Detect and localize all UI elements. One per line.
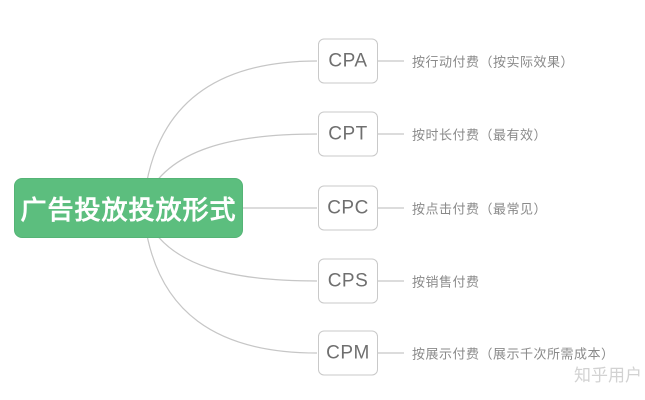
branch-desc-cpt: 按时长付费（最有效）	[412, 127, 548, 143]
branch-node-cps: CPS	[318, 258, 378, 304]
root-node-label: 广告投放投放形式	[20, 194, 237, 225]
branch-desc-cpm: 按展示付费（展示千次所需成本）	[412, 346, 615, 362]
watermark: 知乎用户	[574, 366, 642, 385]
branch-node-cpa: CPA	[318, 38, 378, 84]
branch-node-cpc: CPC	[318, 185, 378, 231]
branch-label: CPC	[327, 197, 369, 218]
branch-desc-cpc: 按点击付费（最常见）	[412, 201, 548, 217]
branch-label: CPS	[327, 270, 369, 291]
connector-curve-cpm	[144, 223, 318, 354]
root-node: 广告投放投放形式	[14, 178, 243, 238]
branch-label: CPA	[328, 50, 368, 71]
branch-desc-cpa: 按行动付费（按实际效果）	[412, 54, 575, 70]
branch-label: CPT	[328, 123, 368, 144]
connector-curve-cpa	[144, 60, 318, 193]
branch-node-cpt: CPT	[318, 111, 378, 157]
branch-desc-cps: 按销售付费	[412, 274, 480, 290]
branch-label: CPM	[326, 342, 370, 363]
branch-node-cpm: CPM	[318, 330, 378, 376]
